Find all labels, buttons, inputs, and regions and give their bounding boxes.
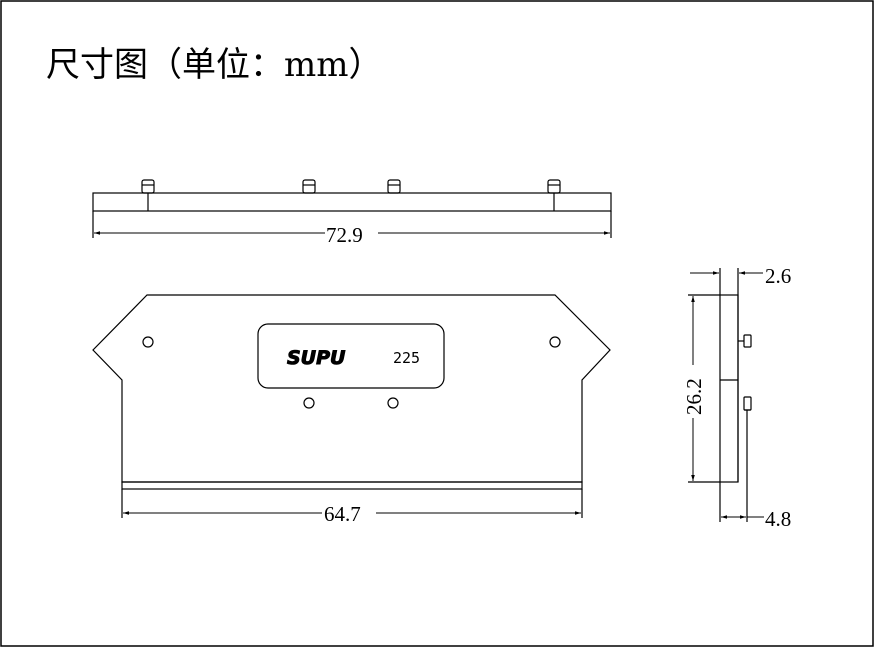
side-view-pin — [743, 396, 752, 482]
side-view — [688, 268, 764, 522]
top-view-pin — [547, 179, 561, 211]
front-view — [92, 294, 611, 518]
dim-side-height: 26.2 — [682, 378, 706, 415]
dim-side-thickness-top: 2.6 — [765, 264, 791, 288]
mount-hole — [549, 336, 561, 348]
front-view-base — [121, 481, 583, 490]
side-view-pin — [738, 334, 752, 348]
side-view-body — [719, 294, 739, 483]
dim-top-length: 72.9 — [326, 223, 363, 247]
dim-bottom-width: 64.7 — [324, 502, 361, 526]
top-view — [92, 179, 612, 238]
top-view-bar — [92, 192, 612, 212]
drawing-title: 尺寸图（单位：mm） — [46, 45, 382, 85]
top-view-pin — [387, 179, 401, 194]
label-plate — [257, 323, 445, 389]
label-brand: SUPU — [287, 347, 346, 369]
dim-side-thickness-bottom: 4.8 — [765, 507, 791, 531]
top-view-pin — [141, 179, 155, 211]
mount-hole — [142, 336, 154, 348]
mount-hole — [387, 397, 399, 409]
top-view-pin — [302, 179, 316, 194]
mount-hole — [303, 397, 315, 409]
label-model: 225 — [393, 349, 420, 367]
